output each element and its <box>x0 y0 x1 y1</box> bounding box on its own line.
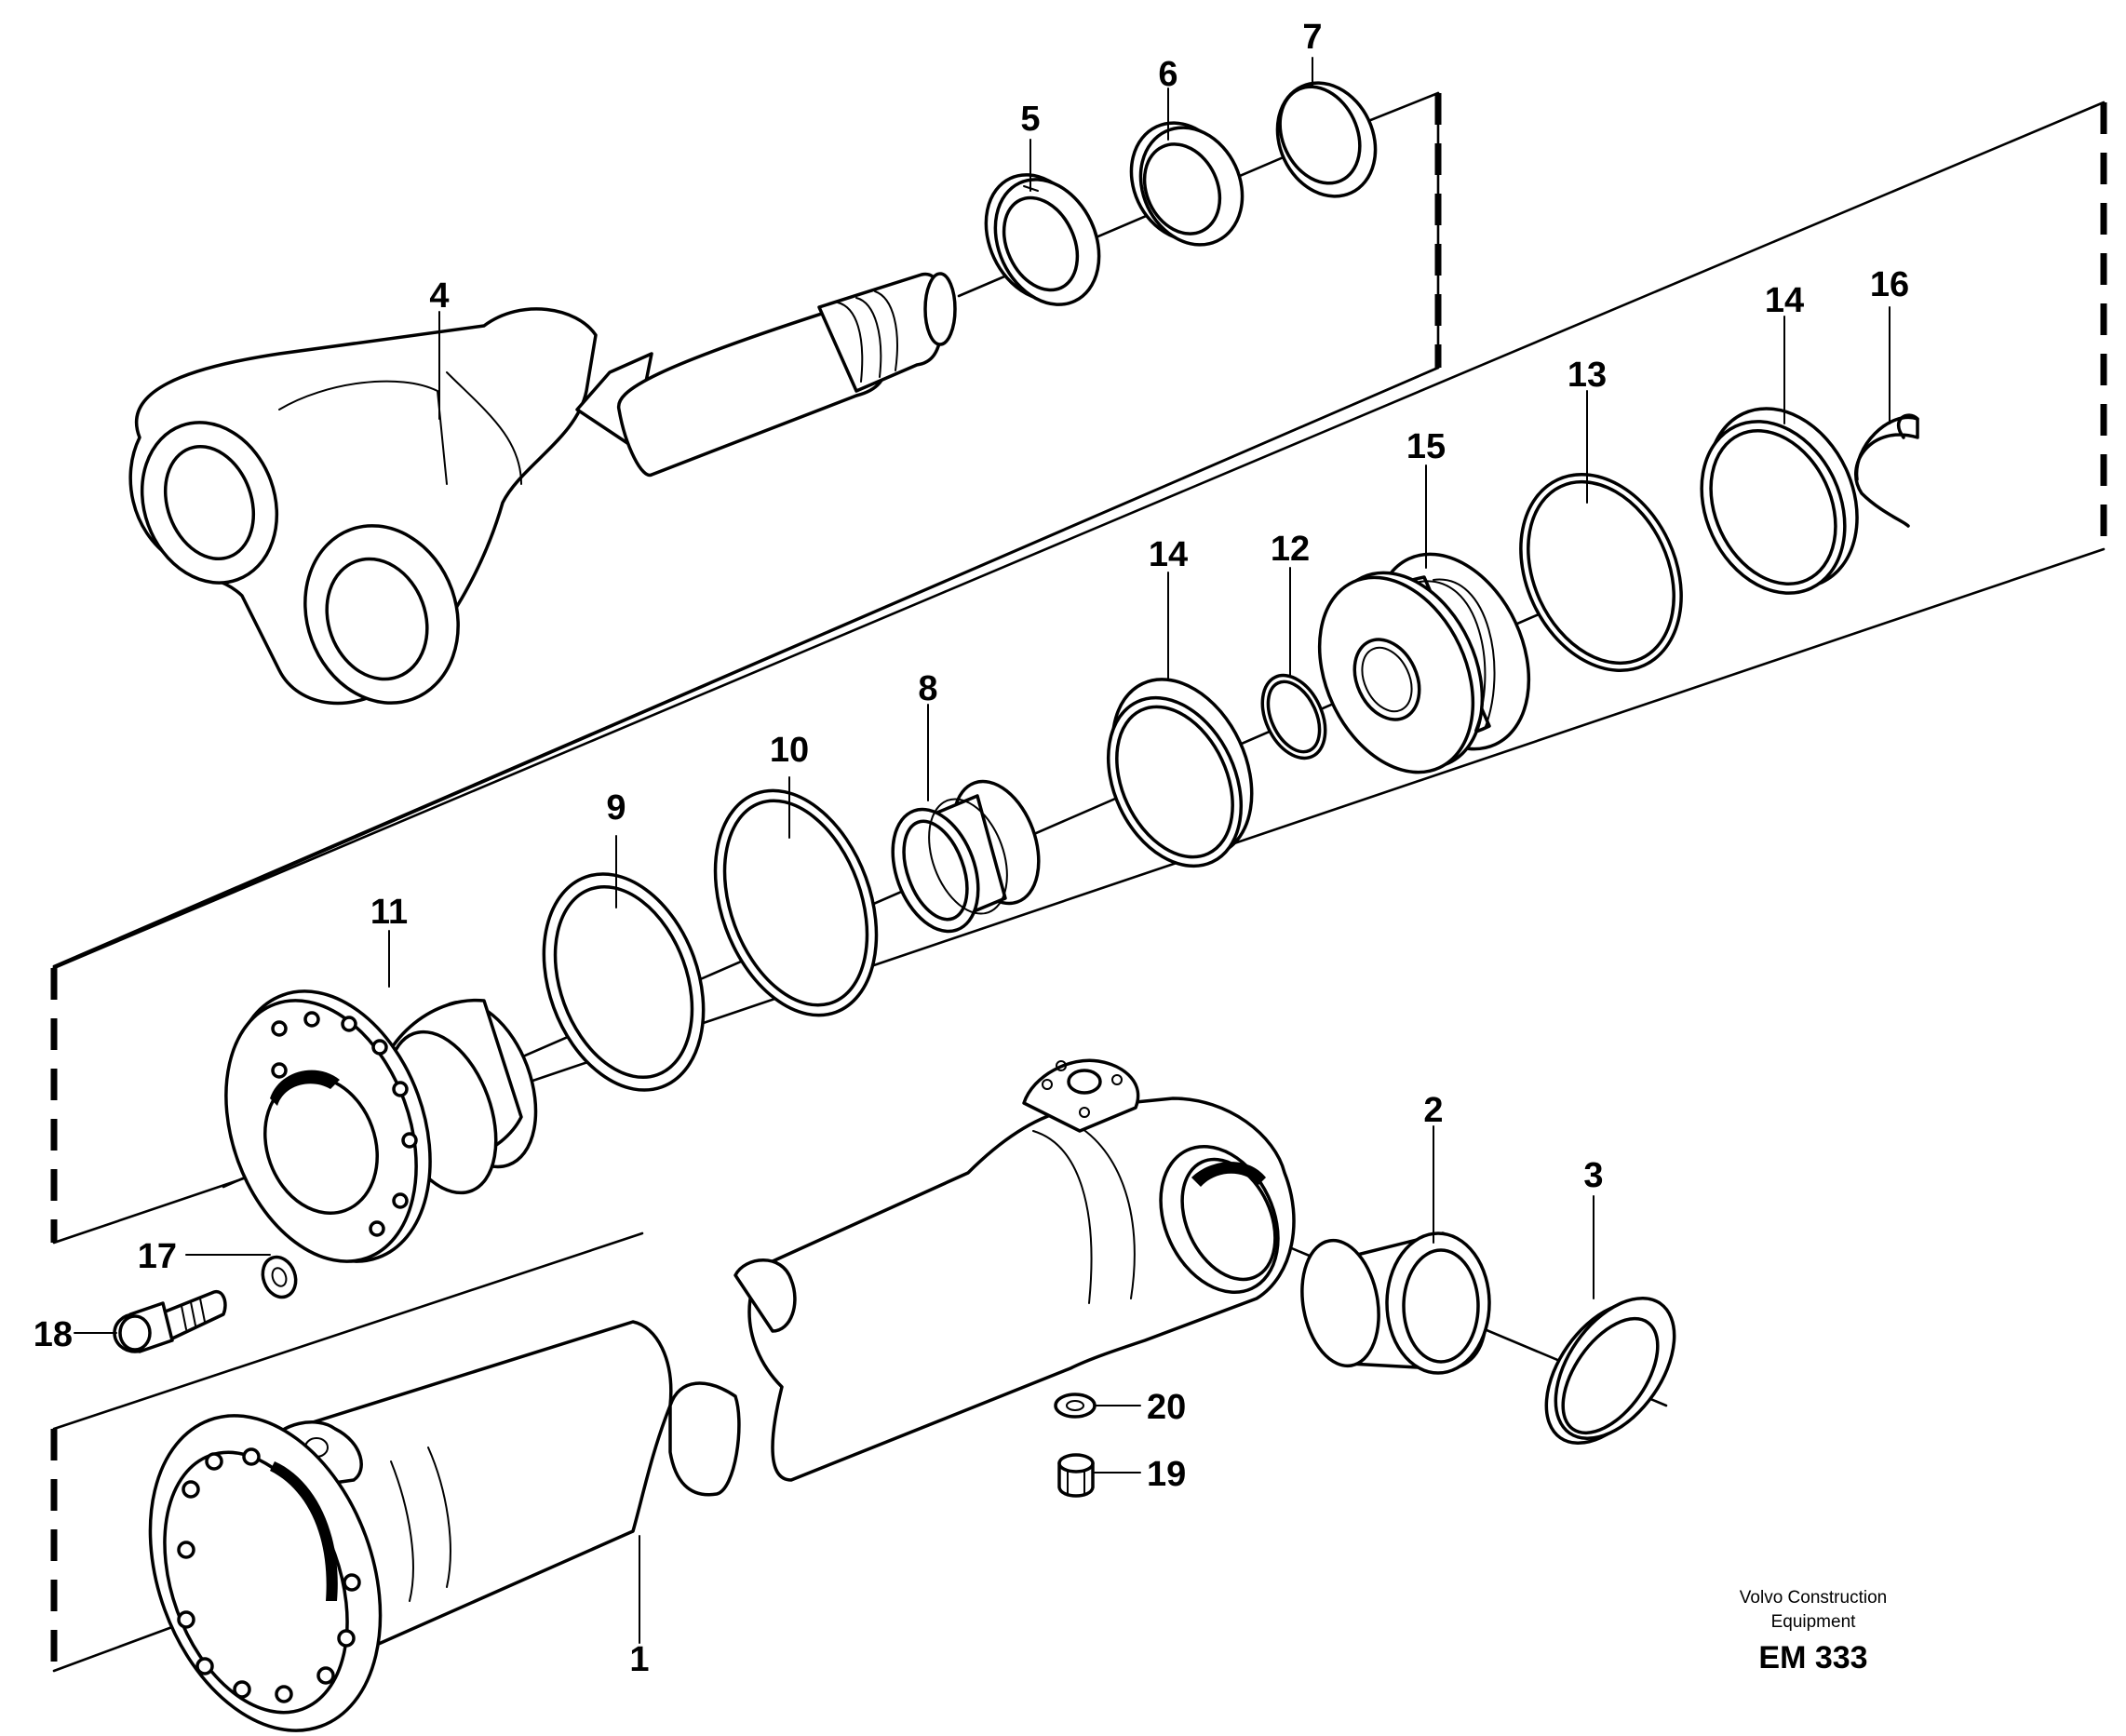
part-6-guide-ring <box>1129 121 1245 247</box>
label-part-7: 7 <box>1302 18 1322 57</box>
label-part-8: 8 <box>918 669 937 708</box>
part-7-wiper-ring <box>1275 81 1378 198</box>
label-part-14-upper: 14 <box>1765 281 1804 320</box>
label-part-19: 19 <box>1147 1455 1186 1494</box>
part-10-backup-ring <box>713 788 879 1017</box>
part-15-piston <box>1317 552 1531 774</box>
label-part-18: 18 <box>34 1315 73 1354</box>
label-part-3: 3 <box>1583 1156 1603 1195</box>
part-16-locking-wire <box>1854 413 1919 528</box>
label-part-10: 10 <box>770 731 809 770</box>
part-9-o-ring <box>542 872 706 1092</box>
label-part-12: 12 <box>1271 530 1310 569</box>
part-17-washer <box>261 1255 298 1299</box>
label-part-5: 5 <box>1020 100 1040 139</box>
part-2-spherical-bushing <box>1300 1231 1491 1375</box>
part-11-cylinder-head <box>224 989 538 1263</box>
label-part-16: 16 <box>1870 265 1909 304</box>
part-5-rod-seal <box>984 173 1101 306</box>
label-part-9: 9 <box>606 788 626 828</box>
label-part-11: 11 <box>370 893 408 932</box>
part-14-guide-ring-lower <box>1106 678 1254 868</box>
part-14-wear-ring-upper <box>1700 407 1859 595</box>
part-labels: 1 2 3 4 5 6 7 8 9 10 11 12 13 14 14 15 1… <box>34 18 1909 1679</box>
publisher-caption: Volvo Construction Equipment EM 333 <box>1740 1588 1887 1675</box>
label-part-15: 15 <box>1406 427 1446 466</box>
label-part-4: 4 <box>429 276 449 316</box>
label-part-13: 13 <box>1568 356 1607 395</box>
caption-code: EM 333 <box>1758 1640 1867 1675</box>
part-12-o-ring-small <box>1260 673 1327 760</box>
label-part-6: 6 <box>1158 55 1177 94</box>
part-1-cylinder-tube <box>148 1320 741 1732</box>
part-4-piston-rod <box>128 272 957 706</box>
label-part-17: 17 <box>138 1237 177 1276</box>
part-3-wiper-ring <box>1544 1296 1676 1446</box>
caption-line-2: Equipment <box>1771 1612 1857 1632</box>
part-1-cylinder-tube-rear <box>733 1058 1296 1482</box>
part-18-cap-screw <box>113 1289 227 1353</box>
part-8-guide-bushing <box>891 779 1041 934</box>
label-part-20: 20 <box>1147 1388 1186 1427</box>
part-13-piston-seal <box>1519 472 1683 673</box>
label-part-1: 1 <box>629 1640 649 1679</box>
label-part-2: 2 <box>1423 1091 1443 1130</box>
leader-lines <box>74 57 1891 1644</box>
label-part-14-lower: 14 <box>1149 535 1188 574</box>
part-19-plug <box>1057 1453 1095 1498</box>
caption-line-1: Volvo Construction <box>1740 1588 1887 1608</box>
part-20-seal-washer <box>1054 1393 1097 1419</box>
